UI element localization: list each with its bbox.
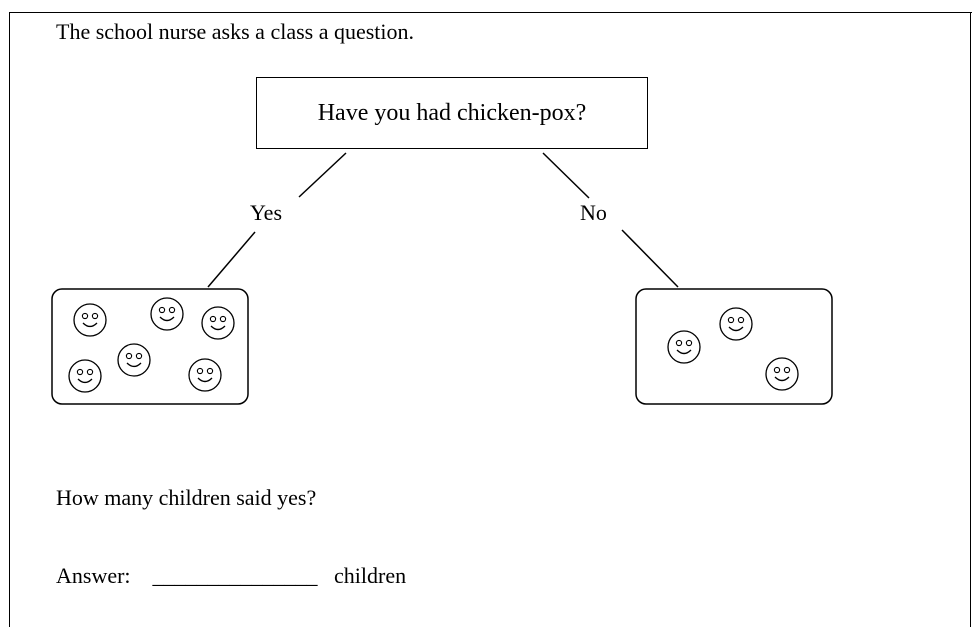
no-label: No [579, 200, 608, 225]
yes-branch-lower [207, 231, 256, 288]
question-prompt: How many children said yes? [56, 485, 317, 510]
question-box: Have you had chicken-pox? [256, 77, 648, 149]
smiley-face-icon [201, 306, 235, 340]
frame-right-border [970, 12, 971, 627]
no-branch-lower [621, 229, 679, 288]
question-text: Have you had chicken-pox? [317, 99, 587, 126]
smiley-face-icon [188, 358, 222, 392]
smiley-face-icon [765, 357, 799, 391]
answer-line: Answer: _______________ children [56, 565, 406, 587]
frame-top-border [9, 12, 972, 13]
no-group-faces [667, 307, 799, 391]
no-branch-upper [542, 152, 590, 199]
yes-branch-upper [298, 152, 347, 198]
answer-blank[interactable]: _______________ [152, 563, 318, 588]
no-group-box [635, 288, 833, 405]
smiley-face-icon [719, 307, 753, 341]
frame-left-border [9, 12, 10, 627]
smiley-face-icon [68, 359, 102, 393]
smiley-face-icon [73, 303, 107, 337]
yes-group-faces [68, 297, 235, 393]
smiley-face-icon [150, 297, 184, 331]
yes-label: Yes [249, 200, 284, 225]
intro-text: The school nurse asks a class a question… [56, 19, 415, 44]
yes-group-box [51, 288, 249, 405]
answer-unit: children [334, 563, 407, 588]
smiley-face-icon [117, 343, 151, 377]
answer-label: Answer: [56, 563, 131, 588]
smiley-face-icon [667, 330, 701, 364]
